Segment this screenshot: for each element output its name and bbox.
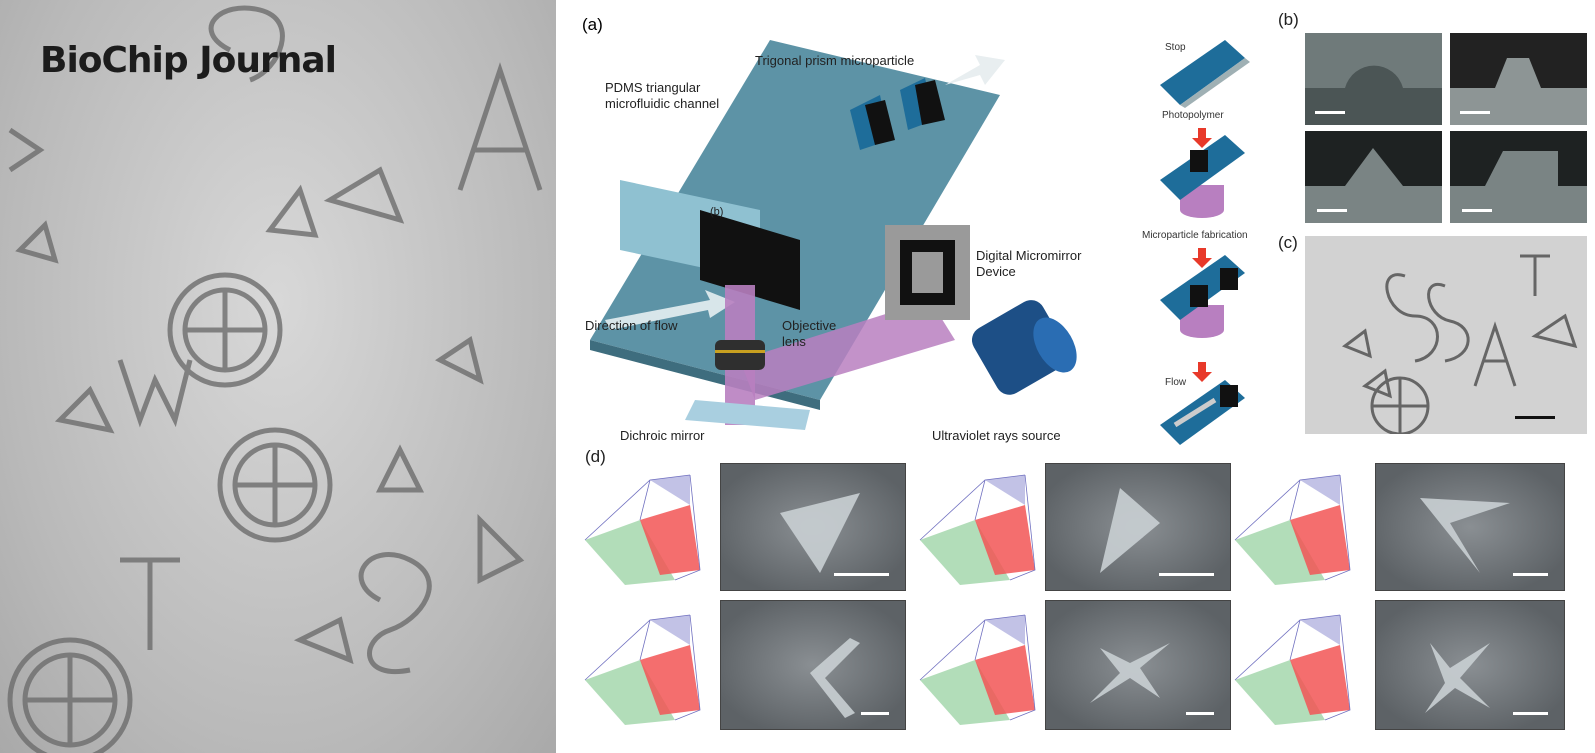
step-flow	[1160, 380, 1245, 445]
panel-b-cross-sections	[1305, 33, 1587, 223]
cross-section-trapezoid	[1450, 33, 1587, 125]
panel-d-label: (d)	[585, 447, 606, 466]
photopolymer-label: Photopolymer	[1162, 110, 1224, 121]
design-diagram-3	[1234, 474, 1351, 585]
cover-microparticles-image	[7, 5, 543, 753]
dmd-label-2: Device	[976, 264, 1016, 279]
design-diagram-1	[584, 474, 701, 585]
step-fabrication	[1160, 135, 1245, 218]
objective-label-2: lens	[782, 334, 806, 349]
inset-b-label: (b)	[710, 206, 723, 218]
objective-label-1: Objective	[782, 318, 836, 333]
step-second-particle	[1160, 255, 1245, 338]
flow-arrow	[945, 55, 1005, 85]
channel-label-2: microfluidic channel	[605, 96, 719, 111]
objective-lens	[715, 340, 765, 370]
sem-image-chevron	[1375, 463, 1565, 591]
particle-label: Trigonal prism microparticle	[755, 53, 914, 68]
design-diagram-4	[584, 614, 701, 725]
flow-direction-label: Direction of flow	[585, 318, 678, 333]
design-diagram-2	[919, 474, 1036, 585]
channel-label-1: PDMS triangular	[605, 80, 701, 95]
step-stop	[1160, 40, 1250, 108]
design-diagram-6	[1234, 614, 1351, 725]
uv-source	[971, 300, 1077, 395]
flow-label: Flow	[1165, 377, 1187, 388]
stop-label: Stop	[1165, 42, 1186, 53]
dmd-label-1: Digital Micromirror	[976, 248, 1082, 263]
panel-c-micrograph	[1305, 236, 1587, 434]
panel-b-label: (b)	[1278, 10, 1299, 29]
process-arrows	[1192, 128, 1212, 382]
cover-title: BioChip Journal	[40, 40, 337, 81]
panel-a-label: (a)	[582, 15, 603, 34]
fabrication-process-steps: Stop Photopolymer Microparticle fabricat…	[1142, 40, 1250, 445]
sem-image-kite	[1045, 463, 1231, 591]
design-diagram-5	[919, 614, 1036, 725]
panel-c-label: (c)	[1278, 233, 1298, 252]
dichroic-mirror	[685, 400, 810, 430]
sem-image-v-shape	[720, 600, 906, 730]
uv-source-label: Ultraviolet rays source	[932, 428, 1061, 443]
cross-section-semicircle	[1305, 33, 1442, 125]
journal-cover: BioChip Journal	[0, 0, 556, 753]
sem-particle-shapes	[780, 488, 1510, 718]
fabrication-label: Microparticle fabrication	[1142, 230, 1248, 241]
panel-d-design-diagrams	[584, 474, 1351, 725]
uv-light-path	[740, 300, 955, 400]
cross-section-triangle	[1305, 131, 1442, 223]
dichroic-label: Dichroic mirror	[620, 428, 705, 443]
panel-a-setup-diagram: (a) PDMS triangular microfluidic channel…	[582, 15, 1082, 443]
cross-section-trapezoid-wide	[1450, 131, 1587, 223]
